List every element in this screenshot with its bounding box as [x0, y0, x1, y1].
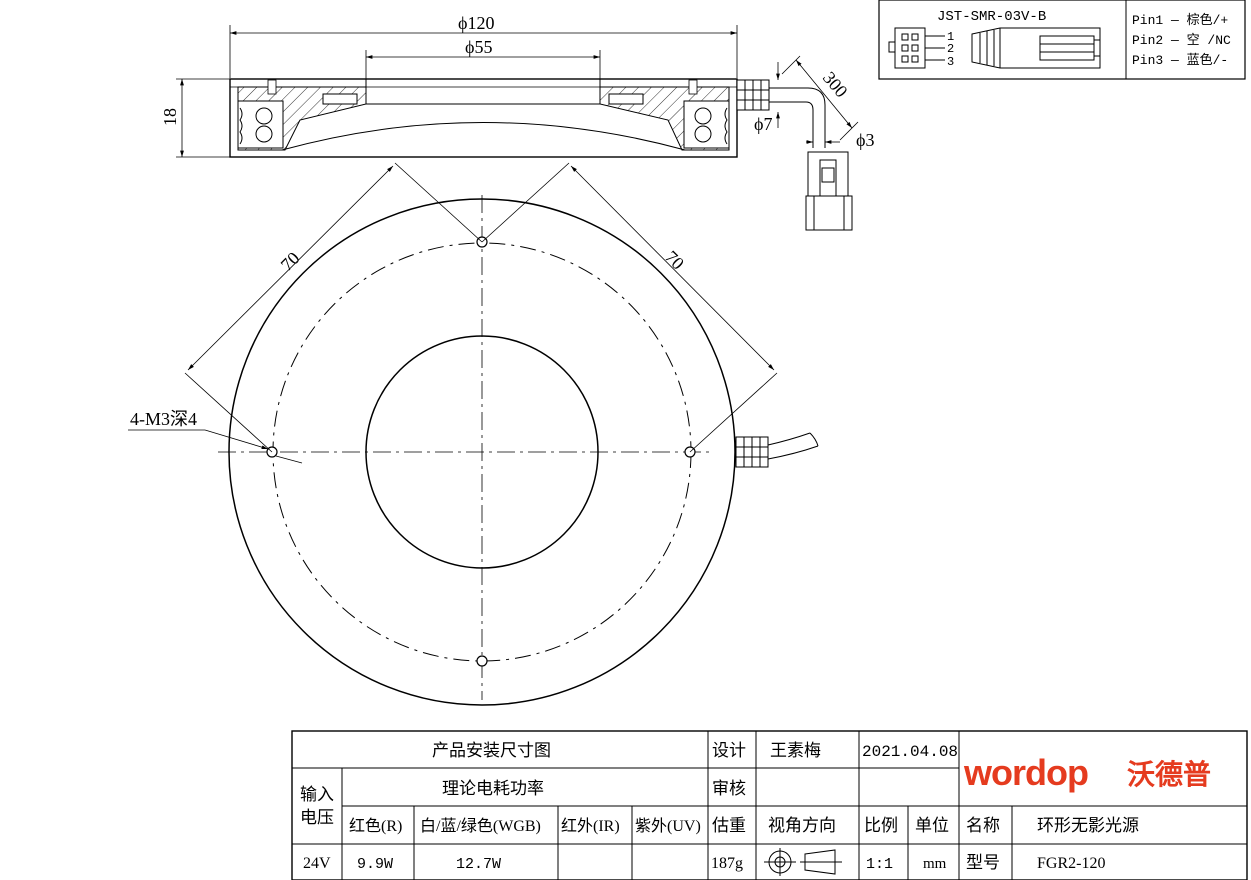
dim-height: 18	[160, 108, 180, 126]
power-red-value: 9.9W	[357, 856, 393, 873]
dim-cable-diameter: ϕ3	[856, 130, 874, 150]
dim-cable-gland: ϕ7	[754, 114, 772, 134]
pin-number-3: 3	[947, 55, 954, 69]
review-label: 审核	[712, 779, 746, 798]
dim-hole-spacing-right: 70	[661, 247, 688, 274]
pin1-desc: Pin1 — 棕色/+	[1132, 12, 1228, 28]
name-label: 名称	[966, 816, 1000, 835]
pin3-desc: Pin3 — 蓝色/-	[1132, 52, 1228, 68]
input-voltage-label-2: 电压	[300, 808, 334, 827]
weight-label: 估重	[712, 816, 746, 835]
pin-number-2: 2	[947, 42, 954, 56]
drawing-title: 产品安装尺寸图	[432, 741, 551, 760]
scale-value: 1:1	[866, 856, 893, 873]
dim-outer-diameter: ϕ120	[458, 13, 494, 33]
brand-logo: wordop 沃德普	[963, 752, 1211, 793]
unit-label: 单位	[915, 816, 949, 835]
weight-value: 187g	[711, 855, 743, 872]
brand-chinese: 沃德普	[1127, 759, 1211, 790]
product-name: 环形无影光源	[1037, 816, 1139, 835]
drawing-date: 2021.04.08	[862, 743, 958, 761]
dim-hole-spacing-left: 70	[277, 248, 304, 275]
col-ir: 红外(IR)	[561, 817, 620, 835]
col-red: 红色(R)	[349, 817, 402, 835]
design-label: 设计	[712, 741, 746, 760]
title-block	[291, 730, 1248, 880]
connector-info-box: JST-SMR-03V-B 1 2 3 Pin1 — 棕色/+ Pin2 — 空…	[878, 0, 1246, 80]
input-voltage-label-1: 输入	[300, 785, 334, 804]
col-wgb: 白/蓝/绿色(WGB)	[420, 817, 541, 835]
connector-model: JST-SMR-03V-B	[937, 9, 1046, 25]
front-view: 70 70 4-M3深4	[128, 162, 819, 706]
power-header: 理论电耗功率	[442, 779, 544, 798]
model-value: FGR2-120	[1037, 855, 1105, 872]
model-label: 型号	[966, 853, 1000, 872]
dim-inner-diameter: ϕ55	[465, 37, 492, 57]
col-uv: 紫外(UV)	[635, 817, 701, 835]
scale-label: 比例	[864, 816, 898, 835]
voltage-value: 24V	[303, 855, 331, 872]
pin2-desc: Pin2 — 空 /NC	[1132, 33, 1231, 48]
plug-icon	[805, 151, 853, 231]
brand-latin: wordop	[963, 752, 1088, 793]
mount-hole-bottom	[476, 655, 488, 667]
pin-number-1: 1	[947, 30, 954, 44]
connector-icon	[888, 27, 1101, 69]
power-wgb-value: 12.7W	[456, 856, 501, 873]
callout-mount-holes: 4-M3深4	[130, 409, 197, 429]
designer-name: 王素梅	[770, 741, 821, 760]
section-view: ϕ120 ϕ55 18	[160, 13, 874, 231]
projection-symbol-icon	[764, 848, 842, 876]
view-direction-label: 视角方向	[768, 816, 836, 835]
unit-value: mm	[923, 856, 947, 872]
